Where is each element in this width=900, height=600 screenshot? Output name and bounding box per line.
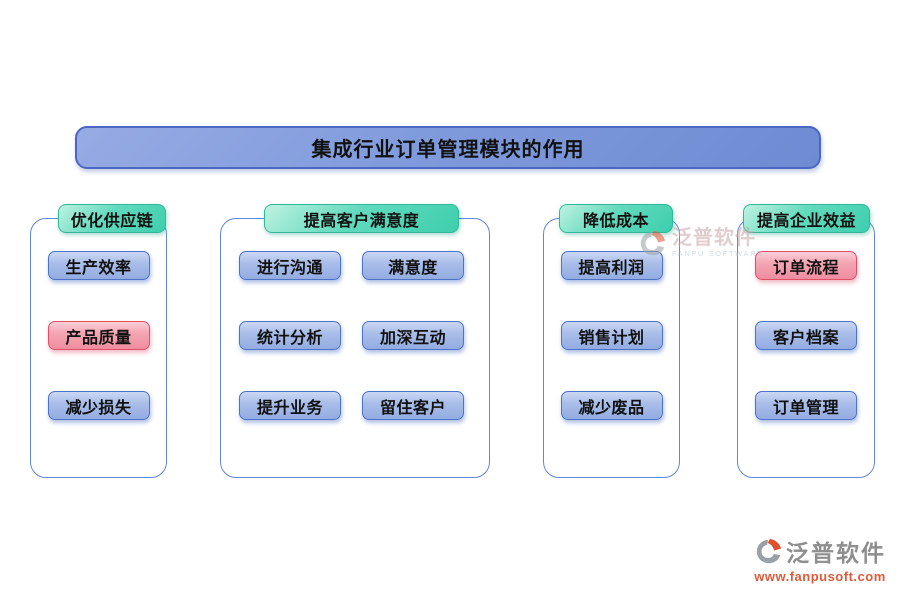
column-items: 订单流程客户档案订单管理 [738, 219, 874, 420]
footer-brand: 泛普软件 [786, 540, 886, 566]
item-button: 提升业务 [239, 391, 341, 420]
item-button: 产品质量 [47, 321, 150, 350]
item-button: 提高利润 [560, 251, 663, 280]
item-button: 减少废品 [560, 391, 663, 420]
item-button: 订单管理 [755, 391, 857, 420]
item-button: 销售计划 [560, 321, 663, 350]
item-button: 加深互动 [362, 321, 464, 350]
page-title: 集成行业订单管理模块的作用 [311, 139, 585, 161]
title-banner: 集成行业订单管理模块的作用 [75, 126, 821, 169]
item-button: 客户档案 [755, 321, 857, 350]
item-button: 订单流程 [755, 251, 857, 280]
column-items: 进行沟通满意度统计分析加深互动提升业务留住客户 [221, 219, 489, 420]
column-header-badge: 提高企业效益 [743, 204, 870, 233]
column-panel: 提高客户满意度 进行沟通满意度统计分析加深互动提升业务留住客户 [220, 204, 490, 478]
column-items: 生产效率产品质量减少损失 [31, 219, 166, 420]
fanpu-logo-icon [756, 538, 782, 564]
column-header-badge: 优化供应链 [58, 204, 166, 233]
item-button: 生产效率 [47, 251, 150, 280]
column-panel: 提高企业效益 订单流程客户档案订单管理 [737, 204, 875, 478]
footer-logo: 泛普软件 www.fanpusoft.com [754, 534, 886, 584]
column-items: 提高利润销售计划减少废品 [544, 219, 679, 420]
item-button: 满意度 [362, 251, 464, 280]
item-button: 统计分析 [239, 321, 341, 350]
column-header-badge: 降低成本 [559, 204, 673, 233]
column-panel: 降低成本 提高利润销售计划减少废品 [543, 204, 680, 478]
item-button: 减少损失 [47, 391, 150, 420]
column-header-badge: 提高客户满意度 [264, 204, 459, 233]
item-button: 留住客户 [362, 391, 464, 420]
footer-url: www.fanpusoft.com [754, 569, 886, 584]
column-panel: 优化供应链 生产效率产品质量减少损失 [30, 204, 167, 478]
item-button: 进行沟通 [239, 251, 341, 280]
